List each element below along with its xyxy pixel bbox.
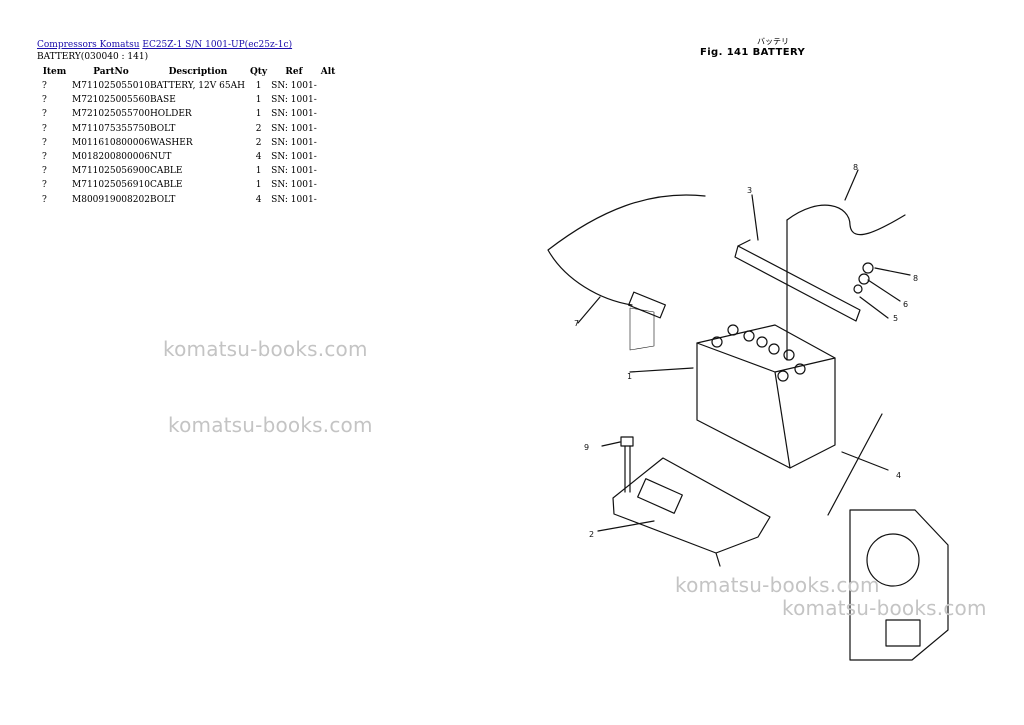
cell-item: ? [42, 109, 47, 120]
cell-qty: 1 [255, 180, 262, 191]
cell-item: ? [42, 180, 47, 191]
cell-item: ? [42, 123, 47, 134]
cell-qty: 1 [255, 109, 262, 120]
cell-description: WASHER [149, 137, 193, 148]
cell-partno: M711025056910 [72, 180, 150, 191]
callout-5: 5 [893, 314, 898, 323]
cell-partno: M018200800006 [72, 151, 150, 162]
cell-item: ? [42, 81, 47, 91]
cell-description: BATTERY, 12V 65AH [149, 81, 245, 91]
table-row: ? M721025005560 BASE 1 SN: 1001- [37, 94, 339, 108]
cell-ref: SN: 1001- [271, 109, 317, 120]
cell-item: ? [42, 166, 47, 177]
cell-qty: 4 [255, 151, 262, 162]
cell-description: HOLDER [149, 109, 192, 120]
cell-item: ? [42, 194, 47, 205]
callout-1: 1 [627, 372, 632, 381]
table-row: ? M711025056910 CABLE 1 SN: 1001- [37, 179, 339, 193]
col-ref: Ref [285, 67, 303, 77]
cell-ref: SN: 1001- [271, 194, 317, 205]
cell-description: CABLE [149, 166, 183, 177]
cell-description: BOLT [149, 123, 176, 134]
callout-6: 6 [903, 300, 908, 309]
cell-partno: M800919008202 [72, 194, 150, 205]
cell-qty: 1 [255, 81, 262, 91]
col-qty: Qty [249, 67, 268, 77]
cell-description: NUT [149, 151, 172, 162]
cell-partno: M721025055700 [72, 109, 150, 120]
callout-9: 9 [584, 443, 589, 452]
figure-title-japanese: バッテリ [757, 37, 789, 46]
watermark-text: komatsu-books.com [782, 596, 987, 620]
callout-6b: 8 [913, 274, 918, 283]
col-item: Item [42, 67, 67, 77]
cell-item: ? [42, 151, 47, 162]
cable-part-8 [786, 204, 906, 236]
col-alt: Alt [320, 67, 336, 77]
table-header-row: Item PartNo Description Qty Ref Alt [37, 66, 339, 80]
cell-qty: 2 [255, 137, 262, 148]
breadcrumb-link-compressors[interactable]: Compressors Komatsu [37, 40, 140, 50]
table-row: ? M018200800006 NUT 4 SN: 1001- [37, 151, 339, 165]
cell-partno: M711075355750 [72, 123, 150, 134]
figure-title: Fig. 141 BATTERY [700, 47, 806, 58]
cell-ref: SN: 1001- [271, 81, 317, 91]
cell-ref: SN: 1001- [271, 151, 317, 162]
breadcrumb: Compressors Komatsu EC25Z-1 S/N 1001-UP(… [37, 40, 292, 51]
callout-3: 3 [747, 186, 752, 195]
watermark-text: komatsu-books.com [163, 337, 368, 361]
cell-ref: SN: 1001- [271, 180, 317, 191]
cell-qty: 2 [255, 123, 262, 134]
cell-description: CABLE [149, 180, 183, 191]
table-row: ? M011610800006 WASHER 2 SN: 1001- [37, 137, 339, 151]
cell-qty: 1 [255, 95, 262, 106]
cable-part-7 [547, 194, 706, 306]
table-row: ? M711025055010 BATTERY, 12V 65AH 1 SN: … [37, 80, 339, 94]
callout-2: 2 [589, 530, 594, 539]
callout-4: 4 [896, 471, 901, 480]
cell-qty: 4 [255, 194, 262, 205]
cell-partno: M711025055010 [72, 81, 150, 91]
cell-qty: 1 [255, 166, 262, 177]
watermark-text: komatsu-books.com [675, 573, 880, 597]
bolt-rod-part [827, 413, 883, 516]
cell-item: ? [42, 137, 47, 148]
cell-ref: SN: 1001- [271, 137, 317, 148]
breadcrumb-link-model[interactable]: EC25Z-1 S/N 1001-UP(ec25z-1c) [142, 40, 293, 50]
table-row: ? M711075355750 BOLT 2 SN: 1001- [37, 123, 339, 137]
cell-partno: M711025056900 [72, 166, 150, 177]
page-subtitle: BATTERY(030040 : 141) [37, 52, 149, 62]
cell-description: BOLT [149, 194, 176, 205]
callout-7: 7 [574, 319, 579, 328]
cell-ref: SN: 1001- [271, 166, 317, 177]
callout-8: 8 [853, 163, 858, 172]
watermark-text: komatsu-books.com [168, 413, 373, 437]
cell-item: ? [42, 95, 47, 106]
base-part [612, 457, 771, 567]
col-partno: PartNo [93, 67, 129, 77]
table-row: ? M800919008202 BOLT 4 SN: 1001- [37, 194, 339, 208]
parts-table: Item PartNo Description Qty Ref Alt ? M7… [37, 66, 339, 208]
cell-ref: SN: 1001- [271, 123, 317, 134]
cell-ref: SN: 1001- [271, 95, 317, 106]
table-row: ? M711025056900 CABLE 1 SN: 1001- [37, 165, 339, 179]
holder-part [734, 239, 861, 322]
cell-partno: M721025005560 [72, 95, 150, 106]
col-description: Description [168, 67, 228, 77]
bolt-part [620, 436, 634, 493]
cell-description: BASE [149, 95, 176, 106]
battery-part [696, 324, 836, 469]
table-row: ? M721025055700 HOLDER 1 SN: 1001- [37, 108, 339, 122]
cell-partno: M011610800006 [72, 137, 150, 148]
